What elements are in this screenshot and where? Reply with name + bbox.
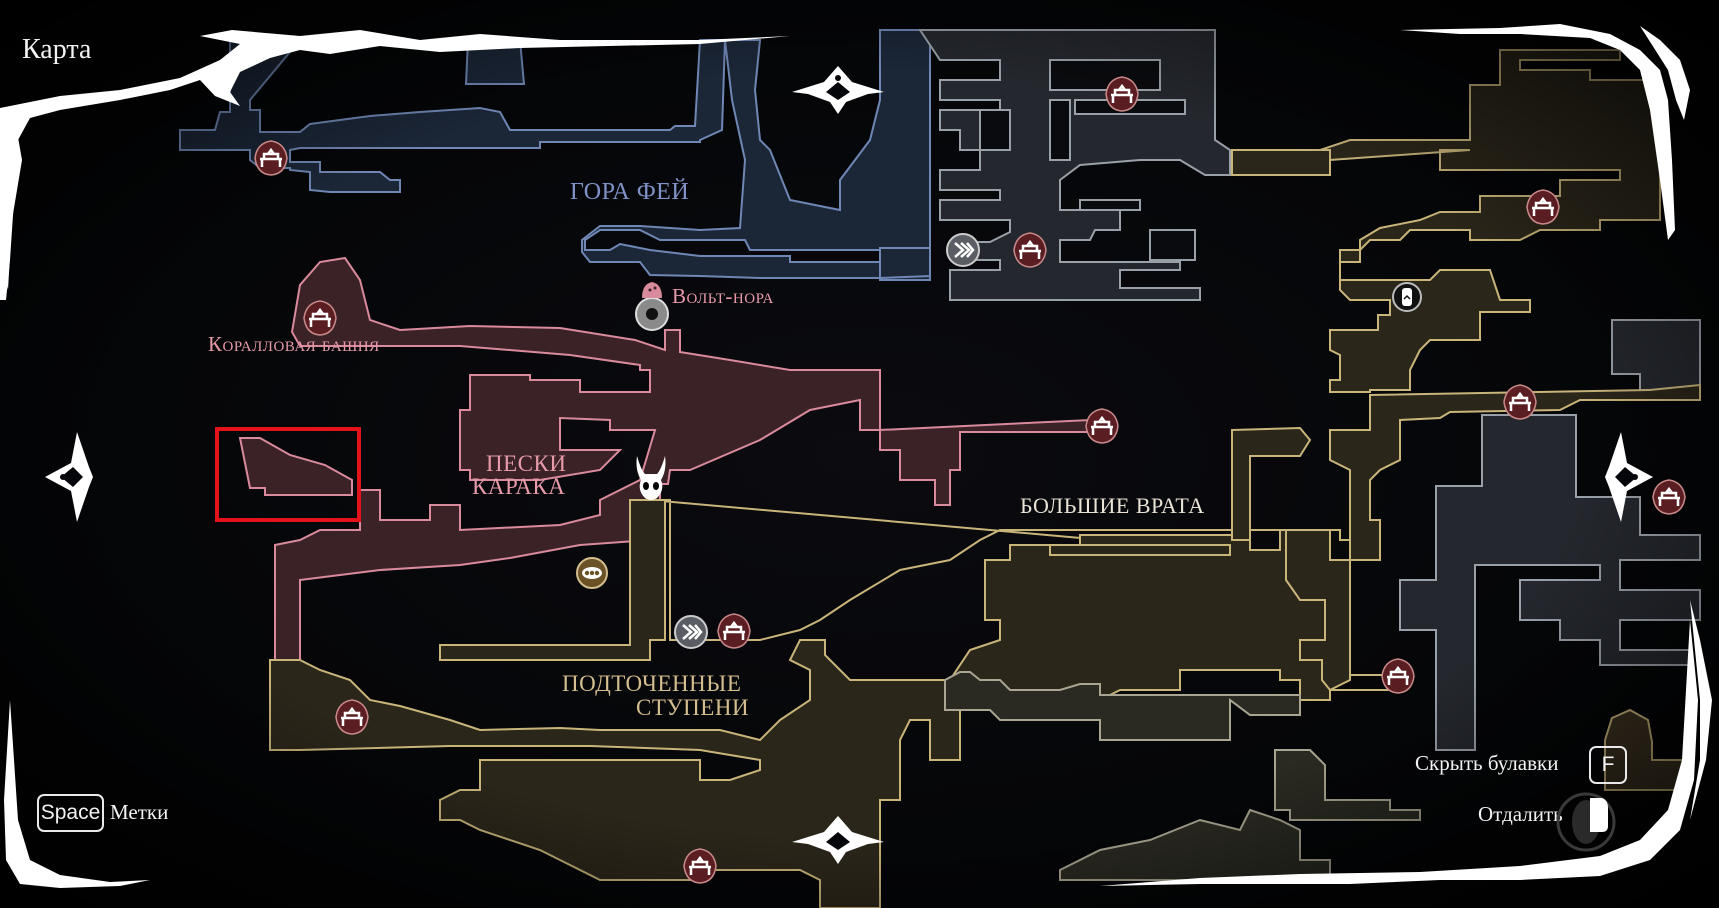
hide-pins-label: Скрыть булавки xyxy=(1415,751,1559,775)
bench-pin-icon[interactable] xyxy=(1503,384,1537,420)
region-label-wormways-1: ПОДТОЧЕННЫЕ xyxy=(562,671,742,696)
hide-pins-key-button[interactable]: F xyxy=(1589,746,1627,784)
selection-highlight xyxy=(215,427,361,522)
bellway-station-icon[interactable] xyxy=(635,297,669,331)
screen-title: Карта xyxy=(22,34,92,65)
nav-arrow-up-icon[interactable] xyxy=(792,66,884,114)
zoom-out-button[interactable] xyxy=(1556,790,1618,852)
bench-pin-icon[interactable] xyxy=(717,613,751,649)
region-label-volt-burrow: Вольт-нора xyxy=(672,284,774,308)
bench-pin-icon[interactable] xyxy=(1652,479,1686,515)
bench-pin-icon[interactable] xyxy=(254,140,288,176)
bench-pin-icon[interactable] xyxy=(303,300,337,336)
region-label-coral-tower: Коралловая башня xyxy=(208,332,380,356)
fast-travel-icon[interactable] xyxy=(946,233,980,267)
region-label-fay-mountain: ГОРА ФЕЙ xyxy=(570,179,690,205)
region-label-grand-gate: БОЛЬШИЕ ВРАТА xyxy=(1020,493,1205,518)
vendor-pin-icon[interactable] xyxy=(576,557,608,589)
ventrica-pin-icon[interactable] xyxy=(1392,282,1422,312)
marks-key-button[interactable]: Space xyxy=(37,794,104,832)
region-label-wormways-2: СТУПЕНИ xyxy=(636,695,750,720)
bench-pin-icon[interactable] xyxy=(1526,189,1560,225)
bench-pin-icon[interactable] xyxy=(1013,232,1047,268)
fast-travel-icon[interactable] xyxy=(674,615,708,649)
region-grey-right[interactable] xyxy=(1399,319,1701,751)
zoom-out-label: Отдалить xyxy=(1478,802,1563,826)
volt-burrow-marker-icon xyxy=(642,282,662,298)
player-knight-icon[interactable] xyxy=(636,456,666,500)
nav-arrow-right-icon[interactable] xyxy=(1605,432,1653,522)
ornate-frame xyxy=(0,24,1712,888)
bench-pin-icon[interactable] xyxy=(683,848,717,884)
region-label-sands-of-karak-2: КАРАКА xyxy=(472,474,566,499)
region-label-sands-of-karak-1: ПЕСКИ xyxy=(486,451,567,476)
region-fay-mountain[interactable] xyxy=(179,29,931,281)
bench-pin-icon[interactable] xyxy=(335,699,369,735)
bench-pin-icon[interactable] xyxy=(1105,76,1139,112)
mouse-right-click-icon xyxy=(1556,792,1616,852)
bench-pin-icon[interactable] xyxy=(1381,658,1415,694)
region-bottom-right[interactable] xyxy=(944,671,1421,881)
marks-label: Метки xyxy=(110,800,169,824)
nav-arrow-down-icon[interactable] xyxy=(792,816,884,864)
nav-arrow-left-icon[interactable] xyxy=(45,432,93,522)
bench-pin-icon[interactable] xyxy=(1085,408,1119,444)
